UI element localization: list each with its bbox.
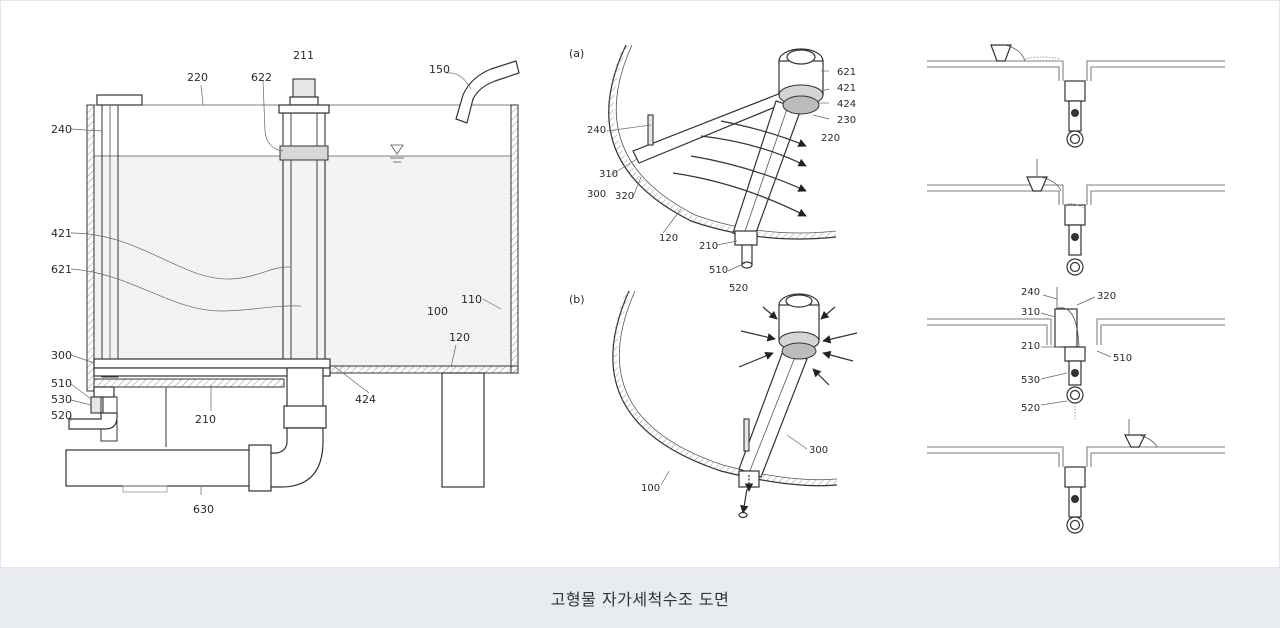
label-a-300: 300 bbox=[587, 189, 606, 200]
label-240: 240 bbox=[51, 123, 72, 136]
label-100: 100 bbox=[427, 305, 448, 318]
label-622: 622 bbox=[251, 71, 272, 84]
caption-bar: 고형물 자가세척수조 도면 bbox=[0, 568, 1280, 628]
label-520: 520 bbox=[51, 409, 72, 422]
label-630: 630 bbox=[193, 503, 214, 516]
label-r-210: 210 bbox=[1021, 341, 1040, 352]
label-r-510: 510 bbox=[1113, 353, 1132, 364]
main-section-view bbox=[65, 60, 520, 495]
label-210: 210 bbox=[195, 413, 216, 426]
label-a-210: 210 bbox=[699, 241, 718, 252]
sequence-step-2 bbox=[927, 159, 1225, 276]
drawing-canvas: 211 220 622 150 240 421 621 300 510 530 … bbox=[51, 43, 1225, 534]
label-r-530: 530 bbox=[1021, 375, 1040, 386]
label-421: 421 bbox=[51, 227, 72, 240]
label-a-510: 510 bbox=[709, 265, 728, 276]
label-120: 120 bbox=[449, 331, 470, 344]
label-r-310: 310 bbox=[1021, 307, 1040, 318]
label-a-220: 220 bbox=[821, 133, 840, 144]
label-a-424: 424 bbox=[837, 99, 856, 110]
label-a-421: 421 bbox=[837, 83, 856, 94]
sequence-step-4 bbox=[927, 419, 1225, 534]
patent-drawing: 211 220 622 150 240 421 621 300 510 530 … bbox=[0, 0, 1280, 568]
sequence-step-1 bbox=[927, 44, 1225, 148]
label-r-520: 520 bbox=[1021, 403, 1040, 414]
label-a-310: 310 bbox=[599, 169, 618, 180]
label-a-320: 320 bbox=[615, 191, 634, 202]
label-424: 424 bbox=[355, 393, 376, 406]
label-530: 530 bbox=[51, 393, 72, 406]
panel-b-label: (b) bbox=[569, 293, 585, 306]
label-a-520: 520 bbox=[729, 283, 748, 294]
label-a-230: 230 bbox=[837, 115, 856, 126]
panel-a-label: (a) bbox=[569, 47, 584, 60]
label-r-320: 320 bbox=[1097, 291, 1116, 302]
label-211: 211 bbox=[293, 49, 314, 62]
label-b-300: 300 bbox=[809, 445, 828, 456]
label-150: 150 bbox=[429, 63, 450, 76]
label-300: 300 bbox=[51, 349, 72, 362]
label-b-100: 100 bbox=[641, 483, 660, 494]
label-220: 220 bbox=[187, 71, 208, 84]
label-510: 510 bbox=[51, 377, 72, 390]
sequence-step-3 bbox=[927, 287, 1225, 421]
panel-b-perspective bbox=[612, 290, 858, 519]
label-a-621: 621 bbox=[837, 67, 856, 78]
label-a-120: 120 bbox=[659, 233, 678, 244]
label-110: 110 bbox=[461, 293, 482, 306]
label-a-240: 240 bbox=[587, 125, 606, 136]
label-621: 621 bbox=[51, 263, 72, 276]
panel-a-perspective bbox=[606, 43, 837, 272]
figure-caption: 고형물 자가세척수조 도면 bbox=[550, 590, 730, 609]
label-r-240: 240 bbox=[1021, 287, 1040, 298]
water-volume bbox=[93, 156, 511, 369]
